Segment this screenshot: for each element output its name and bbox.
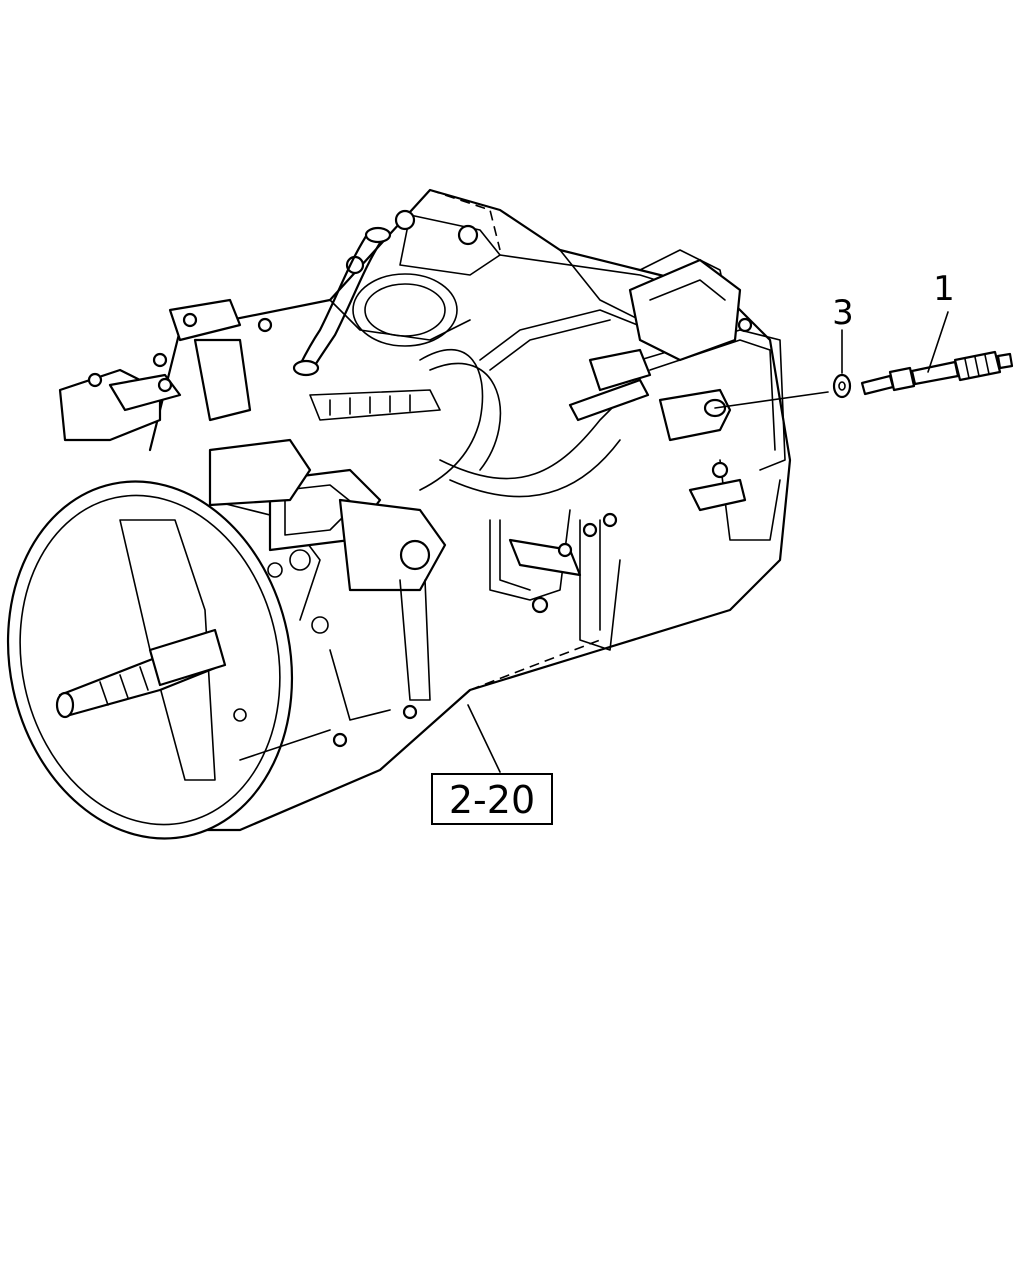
rear-housing (568, 258, 753, 442)
wiring-harness (309, 309, 651, 498)
lower-frame (239, 579, 431, 761)
left-actuators (58, 298, 273, 442)
part-1-sensor (860, 350, 1014, 396)
shift-housing (208, 438, 447, 592)
right-pipework (489, 329, 786, 651)
reference-box[interactable]: 2-20 (431, 773, 553, 825)
callout-part-1: 1 (933, 269, 955, 309)
leader-lines (467, 311, 949, 773)
part-3-washer (832, 373, 852, 399)
input-shaft (55, 628, 227, 719)
air-hose (292, 226, 392, 377)
callout-part-3: 3 (832, 293, 854, 333)
top-cover (345, 209, 479, 347)
reference-label: 2-20 (449, 778, 535, 822)
